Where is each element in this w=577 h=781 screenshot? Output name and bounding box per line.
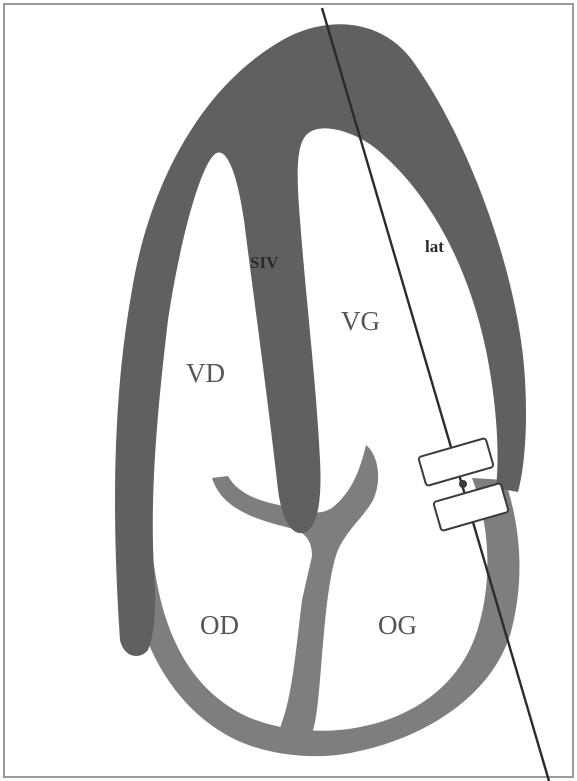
label-left-ventricle: VG <box>341 306 380 336</box>
label-left-atrium: OG <box>378 610 417 640</box>
sample-volume-dot <box>459 480 467 488</box>
label-lateral-wall: lat <box>425 237 444 256</box>
label-right-ventricle: VD <box>186 358 225 388</box>
label-right-atrium: OD <box>200 610 239 640</box>
label-interventricular-septum: SIV <box>250 253 279 272</box>
